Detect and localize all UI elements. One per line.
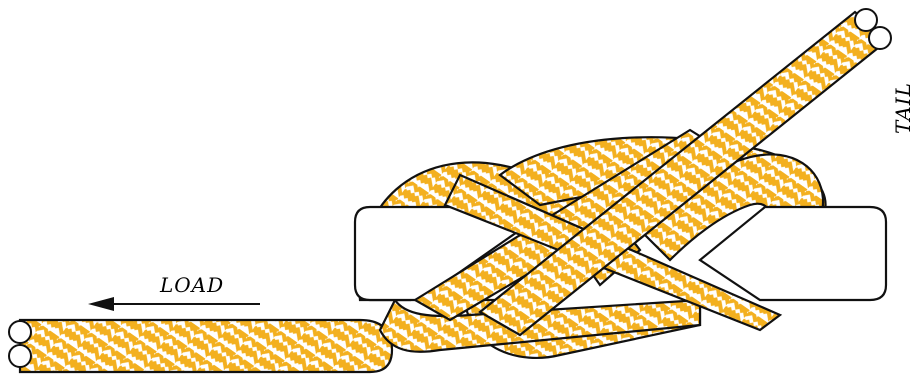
tail-label: TAIL bbox=[891, 82, 915, 134]
rope-lower-lobe bbox=[378, 297, 702, 359]
anchor-bar bbox=[353, 205, 888, 302]
rope-tail bbox=[478, 8, 892, 337]
load-annotation: LOAD bbox=[88, 273, 260, 311]
arrow-left-icon bbox=[88, 297, 114, 311]
load-label: LOAD bbox=[159, 273, 224, 297]
tail-annotation: TAIL bbox=[891, 82, 915, 134]
rope-standing-part bbox=[8, 318, 394, 374]
